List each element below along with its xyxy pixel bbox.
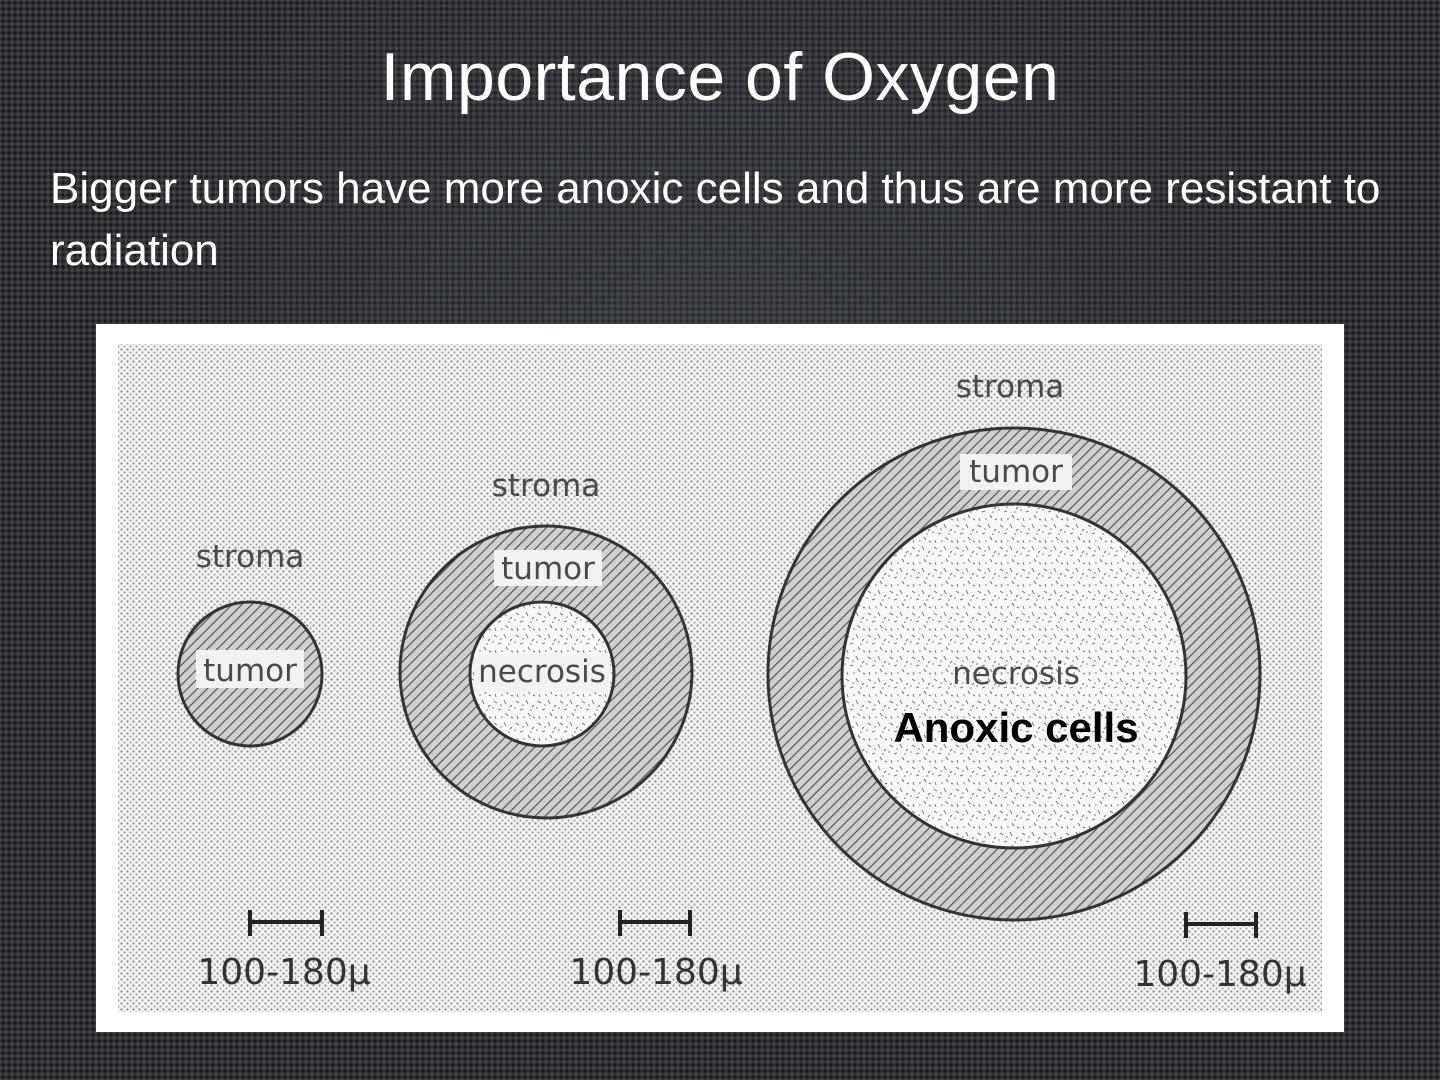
scale-bar-1: 100-180μ [197,910,371,993]
scale-bar-2-label: 100-180μ [569,952,742,993]
anoxic-cells-annotation: Anoxic cells [893,704,1138,751]
small-tumor-tumor-label: tumor [203,653,297,689]
large-tumor-label-bg [960,454,1072,490]
scale-bar-3: 100-180μ [1133,912,1307,995]
slide-body-text: Bigger tumors have more anoxic cells and… [50,164,1381,275]
diagram-svg: stroma tumor stroma tumor necrosis strom… [118,344,1322,1012]
scale-bar-1-label: 100-180μ [197,952,370,993]
medium-tumor-necrosis-label: necrosis [478,654,606,690]
medium-necrosis-label-bg [474,654,610,692]
large-tumor-necrosis-label: necrosis [952,656,1080,692]
medium-tumor-label-bg [494,550,602,586]
tumor-oxygen-diagram: stroma tumor stroma tumor necrosis strom… [96,324,1344,1032]
large-tumor: stroma tumor necrosis Anoxic cells [766,369,1262,922]
large-tumor-necrosis [840,502,1188,850]
small-tumor: stroma tumor [176,539,324,748]
large-tumor-tumor-label: tumor [969,454,1063,490]
medium-tumor-tumor-label: tumor [501,551,595,587]
large-tumor-stroma-label: stroma [956,369,1065,405]
slide-title: Importance of Oxygen [380,39,1060,115]
medium-tumor: stroma tumor necrosis [398,468,694,820]
scale-bar-2: 100-180μ [569,910,743,993]
small-tumor-label-bg [196,650,304,688]
scale-bar-3-label: 100-180μ [1133,954,1306,995]
medium-tumor-stroma-label: stroma [492,468,601,504]
small-tumor-stroma-label: stroma [196,539,305,575]
